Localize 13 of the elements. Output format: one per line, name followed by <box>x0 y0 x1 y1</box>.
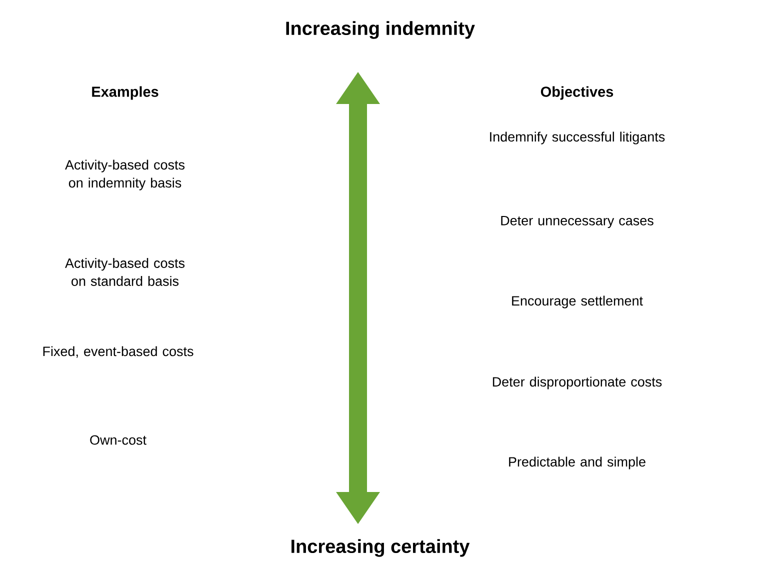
example-text: Activity-based costs on indemnity basis <box>65 160 185 190</box>
column-heading: Examples <box>92 86 158 100</box>
example-text: Own-cost <box>90 435 146 445</box>
objective-text: Indemnify successful litigants <box>490 132 665 144</box>
objective-text: Predictable and simple <box>509 456 646 470</box>
objective-text: Encourage settlement <box>512 296 643 308</box>
axis-heading: Increasing indemnity <box>286 21 475 39</box>
example-text: Fixed, event-based costs <box>43 346 194 358</box>
objective-text: Deter disproportionate costs <box>492 376 662 390</box>
axis-heading: Increasing certainty <box>292 539 470 557</box>
objective-text: Deter unnecessary cases <box>501 216 654 228</box>
example-text: Activity-based costs on standard basis <box>65 258 185 286</box>
column-heading: Objectives <box>540 86 614 100</box>
